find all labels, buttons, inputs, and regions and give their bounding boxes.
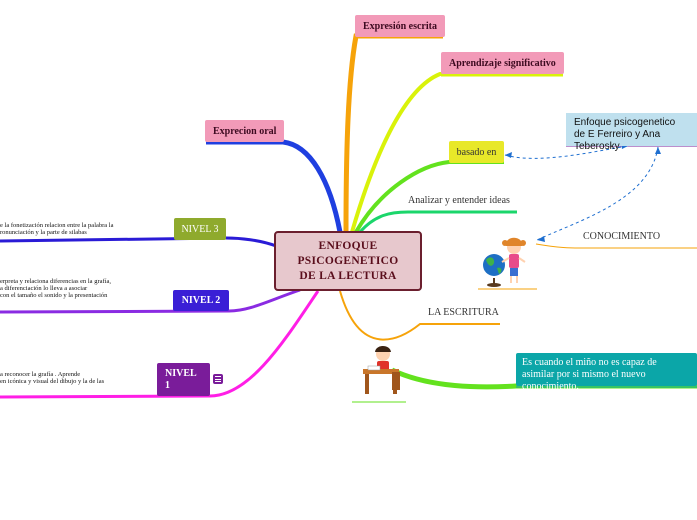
branch-basado-en xyxy=(354,160,504,233)
nivel2-note: erpreta y relaciona diferencias en la gr… xyxy=(0,278,111,299)
topic-aprendizaje-label: Aprendizaje significativo xyxy=(449,57,556,69)
topic-conocimiento[interactable]: CONOCIMIENTO xyxy=(583,231,660,242)
branch-es-cuando xyxy=(390,367,697,390)
topic-conocimiento-label: CONOCIMIENTO xyxy=(583,231,661,242)
topic-nivel-2[interactable]: NIVEL 2 xyxy=(173,290,229,311)
nivel2-note-line-3: con el tamaño el sonido y la presentació… xyxy=(0,292,108,299)
topic-expresion-oral[interactable]: Exprecion oral xyxy=(205,120,285,142)
relationship-enfoque-conocimiento xyxy=(536,146,659,241)
branch-aprendizaje xyxy=(350,72,563,233)
nivel2-note-line-2: a diferenciación lo lleva a asociar xyxy=(0,285,88,292)
branch-expresion-escrita xyxy=(343,33,443,233)
nivel3-note-line-2: ronunciación y la parte de silabas xyxy=(0,229,87,236)
branch-analizar xyxy=(358,210,517,233)
relationship-basado-enfoque xyxy=(504,145,629,159)
topic-nivel-2-label: NIVEL 2 xyxy=(181,295,221,306)
branch-nivel3 xyxy=(0,236,277,248)
topic-basado-en-label: basado en xyxy=(456,146,497,158)
topic-expresion-escrita[interactable]: Expresión escrita xyxy=(355,15,445,37)
topic-la-escritura[interactable]: LA ESCRITURA xyxy=(428,307,499,318)
notes-icon[interactable] xyxy=(213,374,223,384)
topic-es-cuando-label: Es cuando el miño no es capaz de asimila… xyxy=(522,357,657,392)
central-line-1: ENFOQUE xyxy=(318,239,378,252)
topic-nivel-3-label: NIVEL 3 xyxy=(181,223,219,235)
child-writing-at-desk-icon xyxy=(363,346,400,394)
nivel2-note-line-1: erpreta y relaciona diferencias en la gr… xyxy=(0,278,111,285)
girl-with-globe-icon xyxy=(483,237,526,287)
topic-nivel-1-label: NIVEL 1 xyxy=(165,368,197,391)
central-line-3: DE LA LECTURA xyxy=(299,269,397,282)
nivel3-note: e la fonetización relacion entre la pala… xyxy=(0,222,114,236)
branch-nivel1 xyxy=(0,290,320,399)
nivel1-note-line-2: en icónica y visual del dibujo y la de l… xyxy=(0,378,105,385)
topic-basado-en[interactable]: basado en xyxy=(449,141,504,163)
nivel1-note: a reconocer la grafía . Aprende en icóni… xyxy=(0,371,104,385)
topic-expresion-escrita-label: Expresión escrita xyxy=(363,20,437,32)
nivel3-note-line-1: e la fonetización relacion entre la pala… xyxy=(0,222,114,229)
topic-analizar[interactable]: Analizar y entender ideas xyxy=(408,195,510,206)
branch-conocimiento xyxy=(535,243,697,249)
topic-enfoque-autoras[interactable]: Enfoque psicogenetico de E Ferreiro y An… xyxy=(566,113,697,152)
central-topic[interactable]: ENFOQUE PSICOGENETICO DE LA LECTURA xyxy=(274,231,422,291)
topic-expresion-oral-label: Exprecion oral xyxy=(213,125,277,137)
branch-escritura xyxy=(339,290,500,341)
topic-analizar-label: Analizar y entender ideas xyxy=(408,195,510,206)
topic-nivel-1[interactable]: NIVEL 1 xyxy=(157,363,210,396)
branch-expresion-oral xyxy=(206,139,343,233)
central-line-2: PSICOGENETICO xyxy=(297,254,399,267)
nivel1-note-line-1: a reconocer la grafía . Aprende xyxy=(0,371,81,378)
topic-la-escritura-label: LA ESCRITURA xyxy=(428,307,499,318)
topic-nivel-3[interactable]: NIVEL 3 xyxy=(174,218,226,240)
topic-aprendizaje-significativo[interactable]: Aprendizaje significativo xyxy=(441,52,564,74)
topic-es-cuando[interactable]: Es cuando el miño no es capaz de asimila… xyxy=(516,353,697,392)
branch-nivel2 xyxy=(0,288,301,314)
topic-enfoque-autoras-label: Enfoque psicogenetico de E Ferreiro y An… xyxy=(574,117,676,152)
